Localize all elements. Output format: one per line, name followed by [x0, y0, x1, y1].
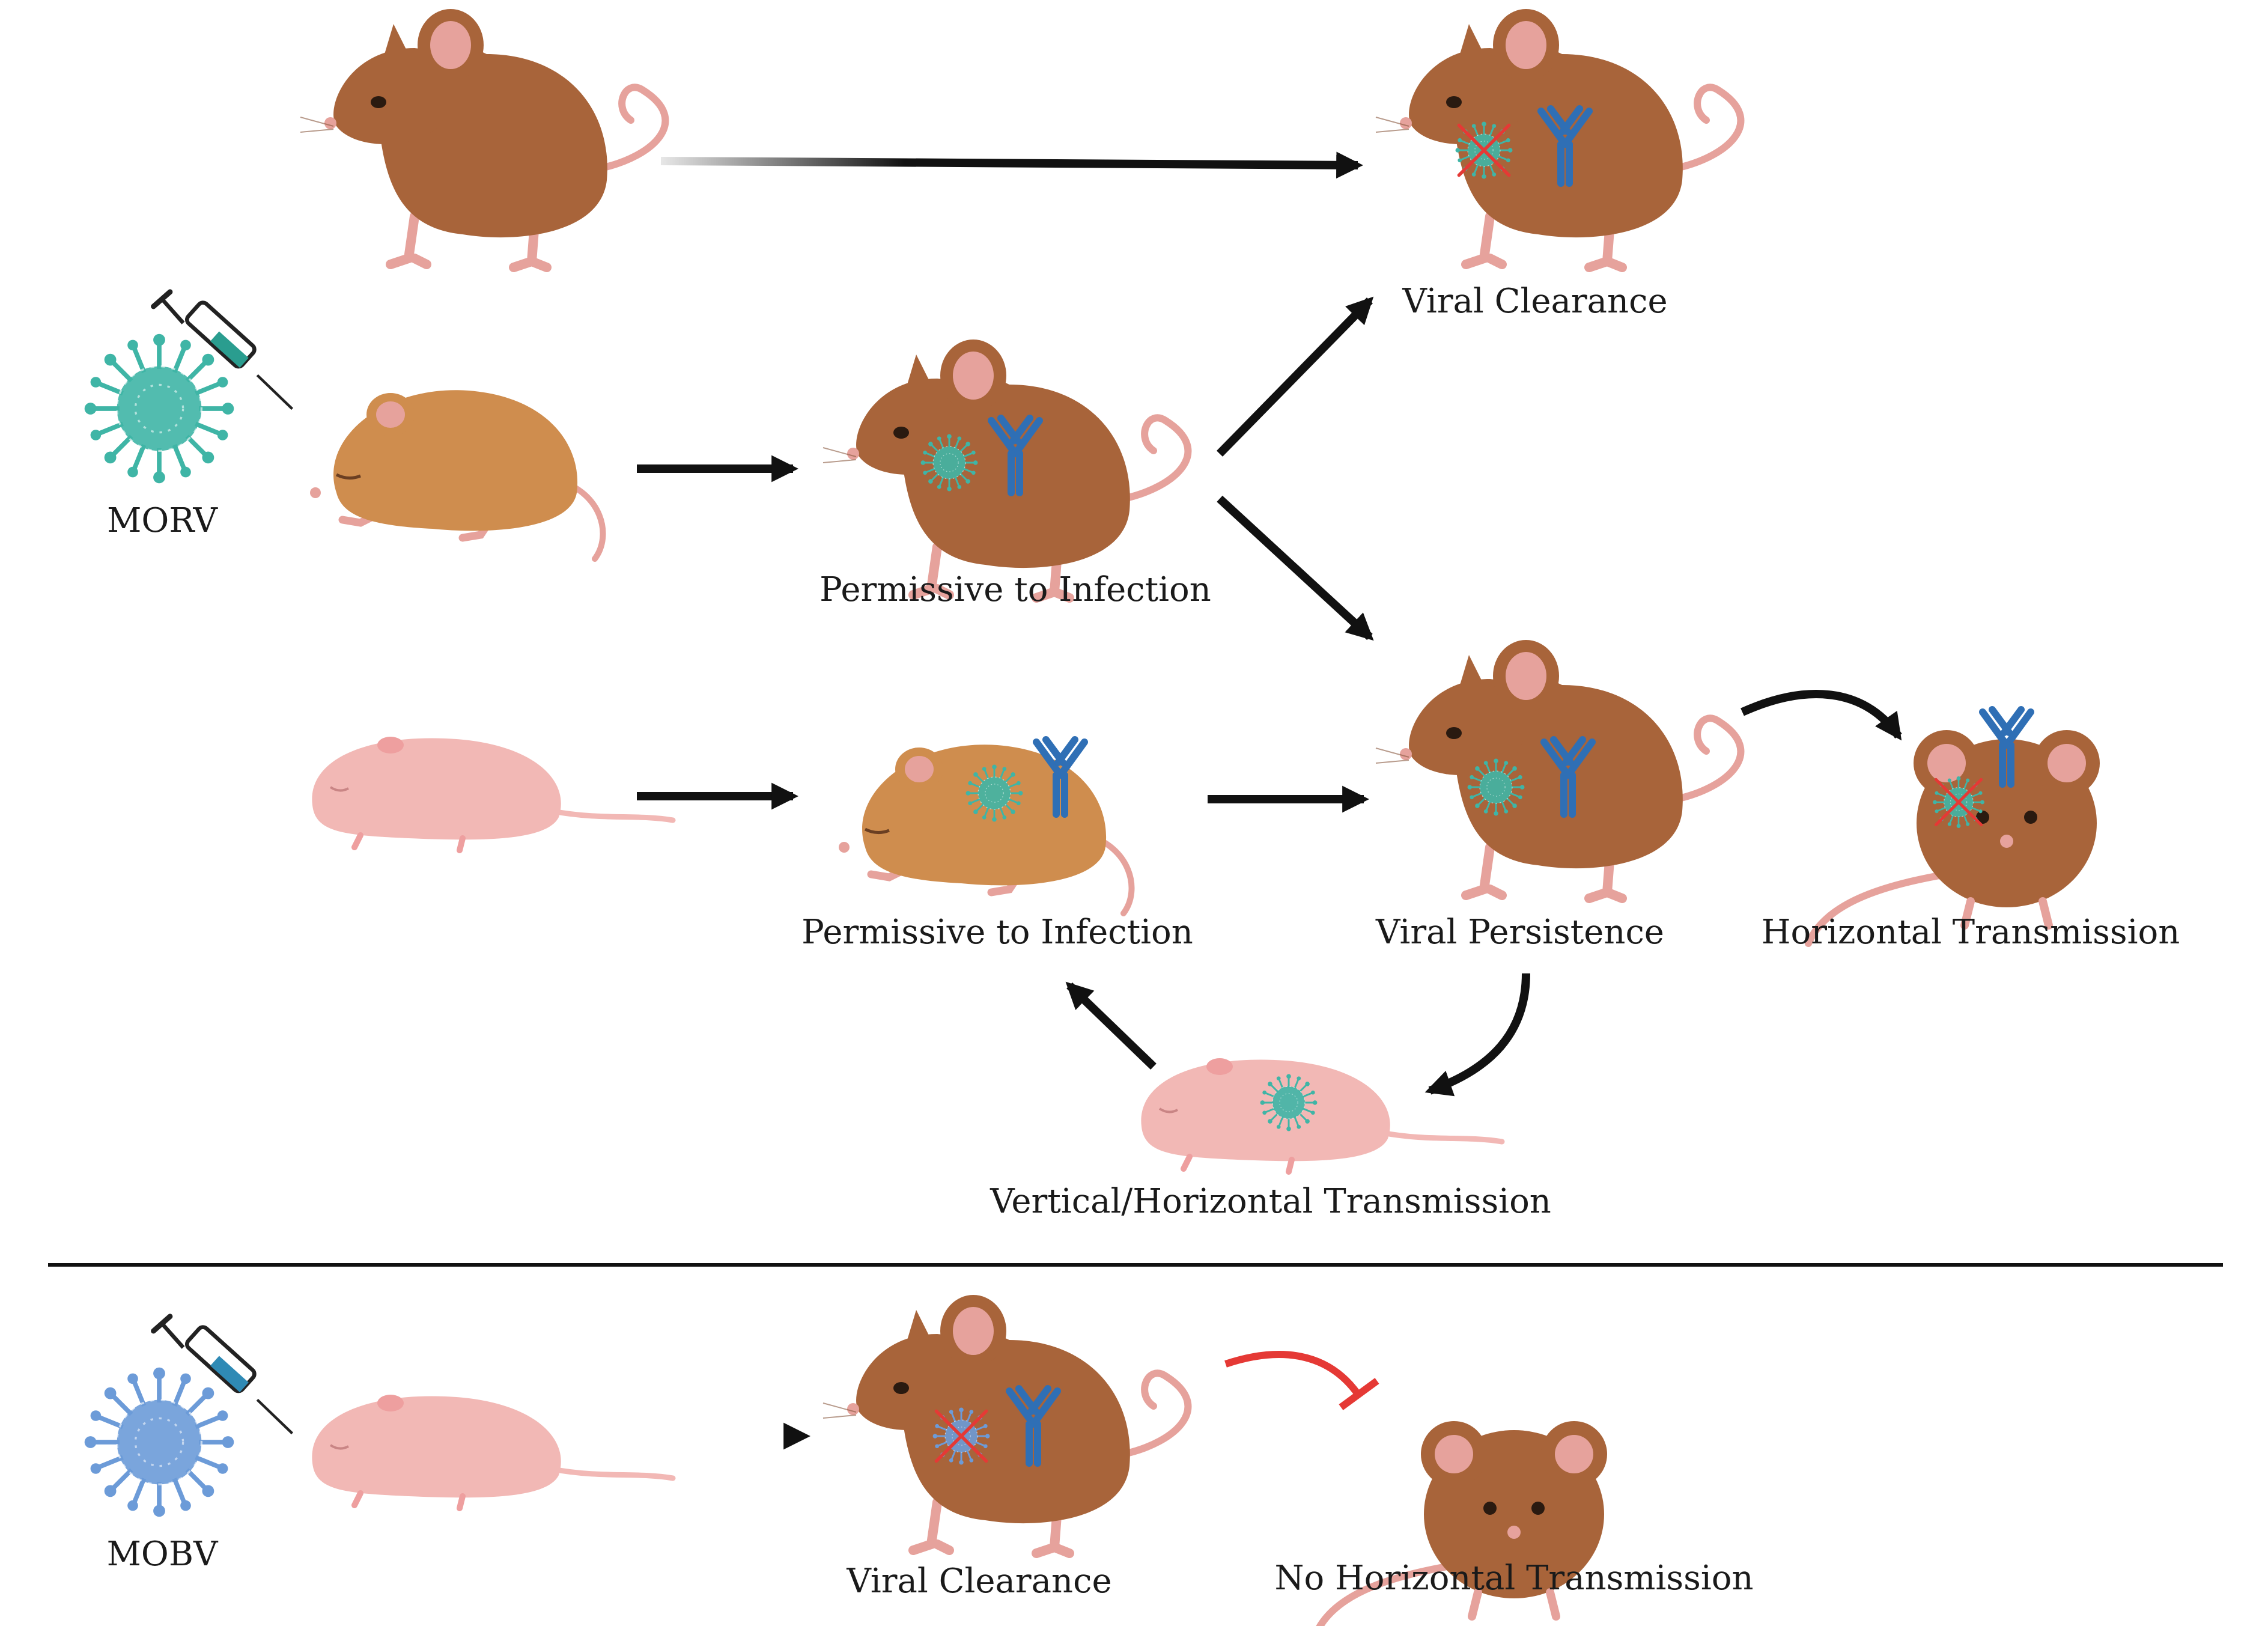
virus-icon [1467, 758, 1525, 817]
virus-icon [1259, 1073, 1318, 1132]
arrow-persistence-to-horizontal [1741, 690, 1902, 741]
mouse-icon [310, 390, 603, 559]
inhibit-bar [1339, 1378, 1379, 1410]
stage-label-no-horizontal-transmission: No Horizontal Transmission [1274, 1559, 1753, 1598]
arrow-permissive-to-clearance [1217, 296, 1374, 457]
virus-label-morv: MORV [107, 501, 218, 540]
cleared-virus-icon [1455, 121, 1513, 180]
arrow-persistence-to-offspring [1424, 973, 1530, 1097]
syringe-icon [154, 292, 293, 409]
virus-label-mobv: MOBV [107, 1535, 219, 1574]
arrow-offspring-to-permissive [1065, 981, 1157, 1070]
syringe-icon [154, 1317, 293, 1434]
mouse-icon [823, 340, 1188, 598]
mouse-icon [823, 1295, 1188, 1553]
mouse-icon [312, 1395, 673, 1508]
virus-icon [920, 433, 979, 492]
mouse-icon [1808, 730, 2100, 943]
stage-label-viral-clearance-top: Viral Clearance [1402, 282, 1667, 321]
cleared-virus-icon [1932, 775, 1986, 829]
inhibit-arrow [1224, 1351, 1361, 1396]
virus-icon [85, 334, 234, 484]
mouse-icon [1141, 1058, 1502, 1172]
stage-label-permissive-juvenile: Permissive to Infection [819, 570, 1211, 609]
mouse-icon [1376, 640, 1741, 898]
stage-label-vertical-horizontal: Vertical/Horizontal Transmission [990, 1182, 1551, 1221]
stage-label-horizontal-transmission: Horizontal Transmission [1762, 913, 2180, 952]
cleared-virus-icon [932, 1407, 991, 1466]
mouse-icon [300, 9, 665, 267]
arrow-permissive-to-persistence [1217, 495, 1374, 641]
stage-label-permissive-neonate: Permissive to Infection [801, 913, 1193, 952]
stage-label-viral-persistence: Viral Persistence [1375, 913, 1664, 952]
virus-icon [85, 1368, 234, 1517]
stage-label-viral-clearance-bottom: Viral Clearance [846, 1562, 1111, 1601]
virus-icon [965, 764, 1024, 823]
mouse-icon [312, 737, 673, 850]
arrow-adult-to-clearance [660, 151, 1363, 179]
